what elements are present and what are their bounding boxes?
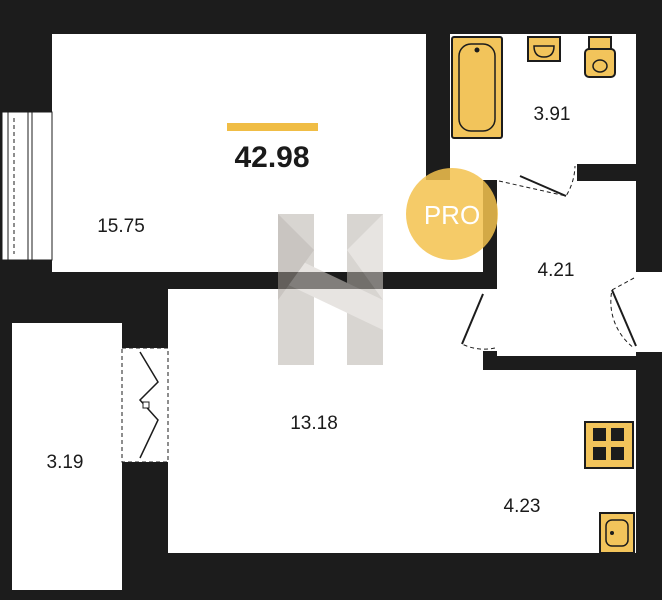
bedroom-area: 13.18 <box>290 413 338 434</box>
hallway-area: 4.21 <box>538 260 575 281</box>
living-room-area: 15.75 <box>97 216 145 237</box>
total-area-label: 42.98 <box>234 141 309 174</box>
balcony-door <box>121 347 169 463</box>
sink-icon <box>527 36 561 62</box>
bathroom-area: 3.91 <box>534 104 571 125</box>
entrance-door <box>610 272 662 352</box>
bathtub-icon <box>451 36 503 139</box>
pro-badge: PRO <box>406 168 498 260</box>
window-left <box>1 111 53 261</box>
bedroom-door <box>461 289 497 351</box>
watermark-logo <box>278 214 383 365</box>
stove-icon <box>584 421 634 469</box>
balcony-area: 3.19 <box>47 452 84 473</box>
kitchen-sink-icon <box>599 512 635 554</box>
bathroom-door <box>497 164 577 197</box>
toilet-icon <box>584 36 616 78</box>
accent-bar <box>227 123 318 131</box>
pro-badge-text: PRO <box>424 200 480 230</box>
kitchen-area: 4.23 <box>504 496 541 517</box>
wall-segment <box>426 272 497 289</box>
